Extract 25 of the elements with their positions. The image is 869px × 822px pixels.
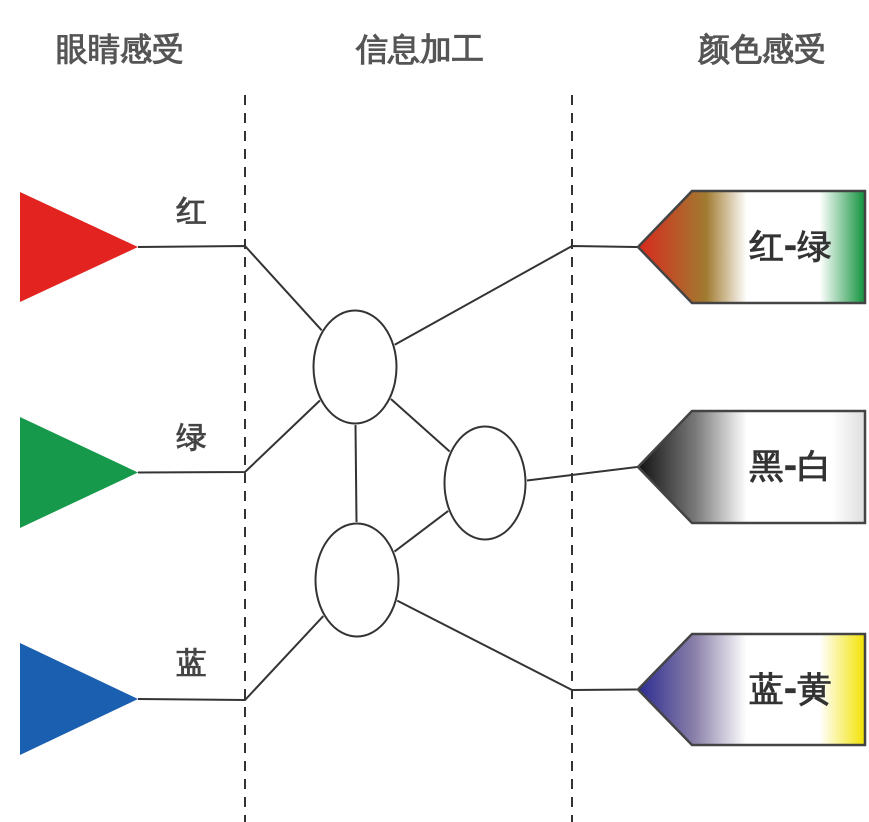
connector-line <box>394 245 638 346</box>
edge-label: 绿 <box>174 420 208 454</box>
triangle-shape <box>20 417 138 528</box>
connector-line <box>138 615 324 701</box>
connector-line <box>354 424 358 522</box>
triangle-shape <box>20 192 138 302</box>
connector-line <box>390 398 450 452</box>
connector-line <box>526 466 638 482</box>
connector-line <box>394 510 449 552</box>
pentagon-node <box>637 190 866 304</box>
column-heading: 信息加工 <box>356 30 484 68</box>
node-label: 红-绿 <box>749 228 832 266</box>
connector-line <box>138 400 321 474</box>
connector-line <box>138 245 322 331</box>
circle-node <box>314 522 400 638</box>
pentagon-node <box>637 410 866 524</box>
circle-node <box>443 425 527 541</box>
column-heading: 颜色感受 <box>698 30 826 68</box>
node-label: 蓝-黄 <box>749 670 832 708</box>
pentagon-node <box>637 633 866 746</box>
triangle-shape <box>20 643 138 755</box>
connector-line <box>396 600 637 691</box>
node-label: 黑-白 <box>749 448 832 486</box>
circle-node <box>312 309 398 425</box>
column-heading: 眼睛感受 <box>56 30 184 68</box>
